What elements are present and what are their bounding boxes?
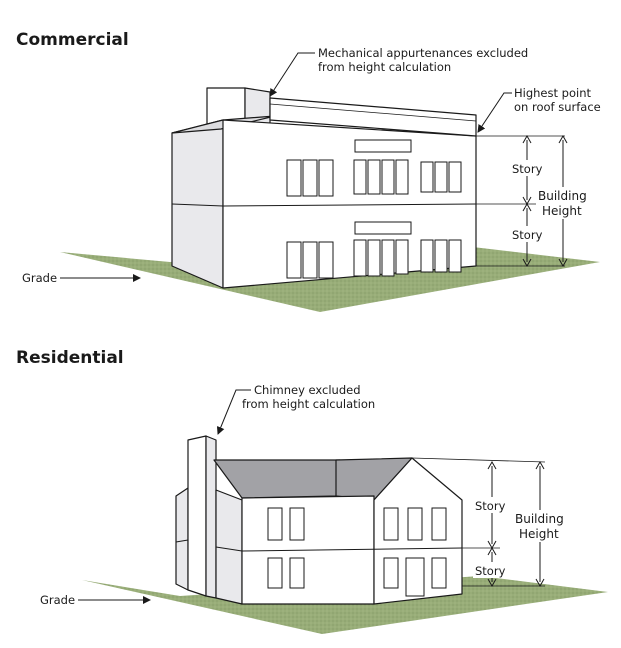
floor-line-side: [171, 203, 224, 207]
residential-front-door: [405, 557, 425, 597]
residential-grade-plane: [82, 576, 608, 634]
highest-point-leader: [477, 92, 512, 133]
residential-story-lower-label: Story: [475, 564, 506, 578]
story-label-bg: [510, 226, 546, 242]
commercial-lower-windows: [286, 239, 462, 279]
chimney-front: [187, 435, 207, 597]
building-height-label-bg: [536, 187, 592, 219]
parapet-line: [269, 103, 477, 122]
floor-line-front: [222, 203, 477, 207]
commercial-entrance-door: [367, 239, 395, 277]
chimney-leader: [216, 389, 251, 435]
res-story-label-bg: [473, 562, 509, 578]
res-building-height-arrowheads: [535, 460, 545, 588]
mechanical-leader: [269, 52, 315, 97]
res-floor-line-wing: [175, 539, 189, 543]
mechanical-label-line1: Mechanical appurtenances excluded: [318, 46, 528, 60]
residential-roof-left: [213, 459, 341, 499]
residential-section: Residential: [16, 348, 608, 634]
residential-height-label: Height: [519, 527, 559, 541]
commercial-story-lower-label: Story: [512, 228, 543, 242]
residential-grade-label: Grade: [40, 593, 75, 607]
res-roof-extension-line: [411, 457, 546, 463]
res-story-arrowheads: [487, 460, 497, 588]
residential-side-wall: [215, 489, 243, 605]
res-story-label-bg: [473, 497, 509, 513]
commercial-height-label: Height: [542, 204, 582, 218]
commercial-building-label: Building: [538, 189, 587, 203]
residential-story-upper-label: Story: [475, 499, 506, 513]
highest-point-label-line1: Highest point: [514, 86, 591, 100]
residential-upper-windows: [267, 507, 447, 541]
story-arrowheads: [522, 134, 532, 268]
commercial-title: Commercial: [16, 30, 129, 50]
res-building-height-label-bg: [513, 510, 571, 542]
chimney-label-line1: Chimney excluded: [254, 383, 361, 397]
story-label-bg: [510, 160, 546, 176]
highest-point-label-line2: on roof surface: [514, 100, 601, 114]
commercial-sign-upper: [354, 139, 412, 153]
commercial-story-upper-label: Story: [512, 162, 543, 176]
residential-rear-wing: [175, 487, 189, 591]
residential-lower-windows: [267, 557, 447, 589]
chimney-label-line2: from height calculation: [242, 397, 375, 411]
building-height-arrowheads: [558, 134, 568, 268]
residential-building-label: Building: [515, 512, 564, 526]
residential-title: Residential: [16, 348, 124, 368]
commercial-section: Commercial: [16, 30, 601, 312]
commercial-sign-lower: [354, 221, 412, 235]
res-floor-line-side: [215, 546, 243, 552]
commercial-upper-windows: [286, 159, 462, 197]
mechanical-label-line2: from height calculation: [318, 60, 451, 74]
res-floor-line-front: [241, 547, 463, 552]
commercial-grade-label: Grade: [22, 271, 57, 285]
